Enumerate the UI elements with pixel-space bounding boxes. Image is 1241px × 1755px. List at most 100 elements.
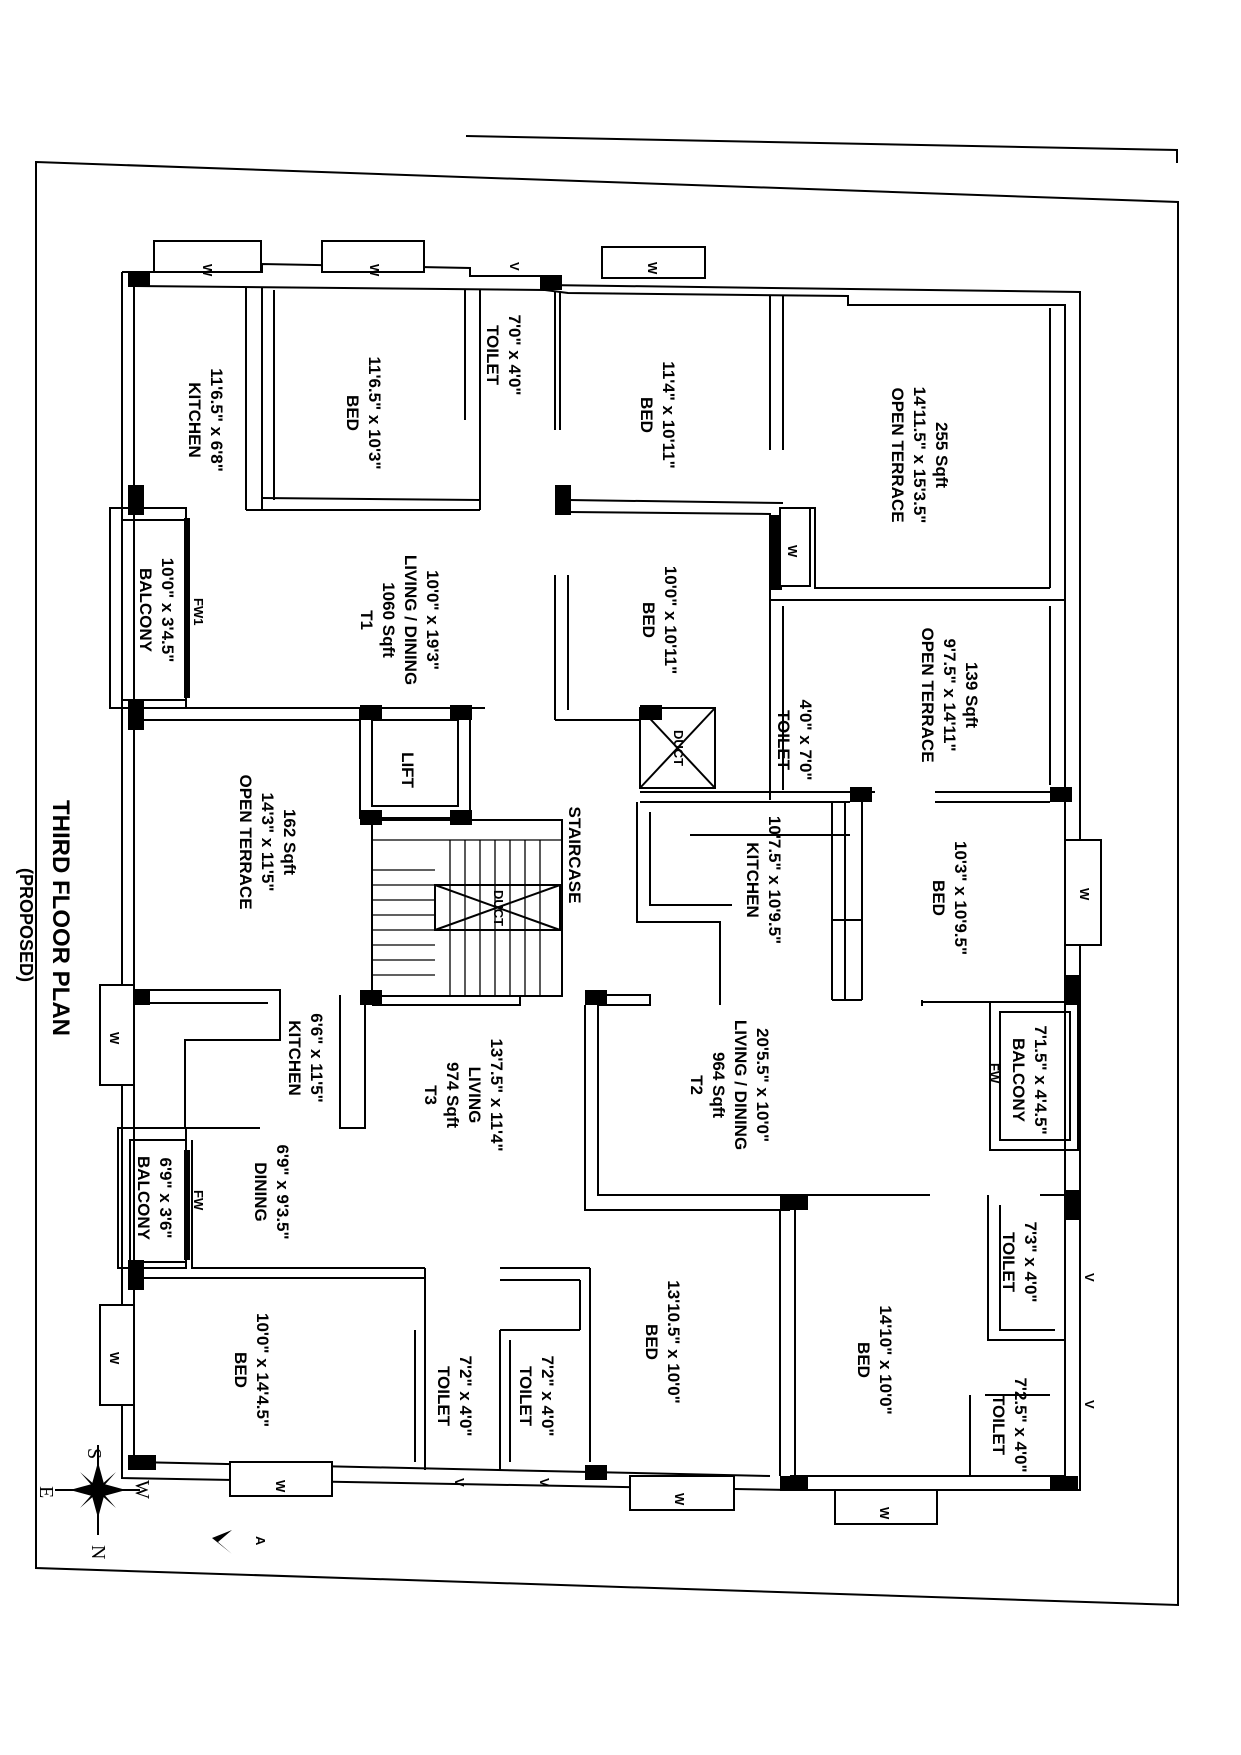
room-label-line: 20'5.5" x 10'0": [753, 1028, 772, 1142]
room-label-line: OPEN TERRACE: [888, 387, 907, 522]
room-label-line: 6'6" x 11'5": [307, 1013, 326, 1102]
north-arrow-icon: A: [212, 1530, 268, 1554]
room-label-line: 11'6.5" x 6'8": [207, 368, 226, 472]
room-label-line: 6'9" x 9'3.5": [273, 1144, 292, 1239]
room-label-line: 974 Sqft: [443, 1062, 462, 1128]
room-label-line: 11'6.5" x 10'3": [365, 356, 384, 469]
room-label-line: BALCONY: [136, 568, 155, 653]
window-label: W: [273, 1480, 288, 1493]
small-labels: W W V W W W W W W W W V V V V DUCT DUCT …: [107, 262, 1097, 1520]
room-label: LIFT: [398, 752, 417, 788]
room-label-line: OPEN TERRACE: [236, 774, 255, 909]
french-window-label: FW1: [191, 598, 206, 625]
vent-label: V: [537, 1478, 552, 1487]
room-label-line: BED: [929, 880, 948, 916]
window-label: W: [785, 545, 800, 558]
window-label: W: [107, 1352, 122, 1365]
duct-label: DUCT: [671, 730, 686, 766]
room-label-line: BALCONY: [1009, 1038, 1028, 1123]
room-label-line: 10'0" x 10'11": [661, 566, 680, 674]
room-label-line: BALCONY: [134, 1156, 153, 1241]
room-label-line: TOILET: [516, 1366, 535, 1427]
plan-title-text: THIRD FLOOR PLAN: [47, 800, 74, 1036]
room-label-line: 11'4" x 10'11": [659, 361, 678, 468]
vent-label: V: [507, 262, 522, 271]
plot-boundary: [35, 135, 1179, 1607]
room-label-line: 10'0" x 14'4.5": [253, 1313, 272, 1427]
room-label-line: TOILET: [999, 1232, 1018, 1293]
room-label-line: BED: [343, 395, 362, 431]
room-label-line: 162 Sqft: [280, 809, 299, 875]
french-window-label: FW: [191, 1190, 206, 1211]
window-label: W: [367, 264, 382, 277]
compass-s: S: [83, 1448, 105, 1459]
compass-n: N: [87, 1545, 109, 1559]
window-label: W: [107, 1032, 122, 1045]
french-window-label: FW: [987, 1063, 1002, 1084]
room-label-line: 13'7.5" x 11'4": [487, 1038, 506, 1151]
room-label-line: 7'1.5" x 4'4.5": [1031, 1025, 1050, 1134]
plan-subtitle-text: (PROPOSED): [16, 868, 36, 982]
room-label-line: 4'0" x 7'0": [796, 700, 815, 781]
room-label-line: 13'10.5" x 10'0": [664, 1280, 683, 1403]
room-label-line: STAIRCASE: [565, 807, 584, 904]
room-label-line: 7'0" x 4'0": [505, 315, 524, 396]
vent-label: V: [452, 1478, 467, 1487]
room-label-line: 255 Sqft: [932, 422, 951, 488]
room-label-line: LIVING: [465, 1067, 484, 1124]
room-label-line: 964 Sqft: [709, 1052, 728, 1118]
compass-e: E: [35, 1486, 57, 1498]
room-label-line: T2: [687, 1075, 706, 1095]
room-label-line: DINING: [251, 1162, 270, 1222]
room-label-line: TOILET: [434, 1366, 453, 1427]
room-label-line: LIVING / DINING: [731, 1020, 750, 1150]
room-label-line: BED: [639, 602, 658, 638]
room-label-line: 10'3" x 10'9.5": [951, 841, 970, 955]
room-label-line: KITCHEN: [743, 842, 762, 918]
room-label-line: KITCHEN: [285, 1020, 304, 1096]
room-label-line: 6'9" x 3'6": [156, 1158, 175, 1239]
room-label-line: 14'11.5" x 15'3.5": [910, 387, 929, 524]
windows: [99, 240, 1102, 1525]
room-label-line: KITCHEN: [185, 382, 204, 458]
room-label-line: 10'0" x 19'3": [423, 570, 442, 670]
room-label-line: 10'0" x 3'4.5": [158, 558, 177, 663]
room-label-line: 9'7.5" x 14'11": [940, 638, 959, 751]
window-label: W: [645, 262, 660, 275]
room-label-line: 7'2" x 4'0": [456, 1356, 475, 1437]
room-label-line: 10'7.5" x 10'9.5": [765, 816, 784, 944]
room-label-line: 7'2" x 4'0": [538, 1356, 557, 1437]
window-label: W: [672, 1493, 687, 1506]
window-label: W: [200, 264, 215, 277]
duct-label: DUCT: [491, 890, 506, 926]
room-label-line: 139 Sqft: [962, 662, 981, 728]
compass-w: W: [131, 1480, 153, 1499]
room-label-line: TOILET: [483, 325, 502, 386]
room-label-line: 1060 Sqft: [379, 582, 398, 658]
